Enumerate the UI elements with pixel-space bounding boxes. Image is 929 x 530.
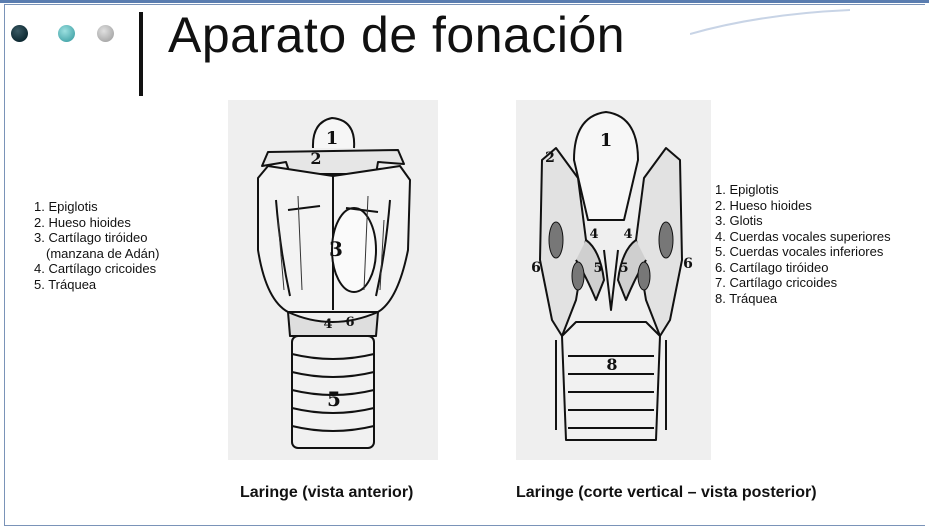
- legend-item: (manzana de Adán): [34, 246, 159, 262]
- legend-item: 2. Hueso hioides: [34, 215, 159, 231]
- caption-posterior: Laringe (corte vertical – vista posterio…: [516, 484, 817, 502]
- legend-item: 1. Epiglotis: [34, 199, 159, 215]
- top-rule: [0, 0, 929, 3]
- figure-label: 8: [606, 355, 617, 374]
- legend-item: 1. Epiglotis: [715, 182, 891, 198]
- legend-item: 4. Cartílago cricoides: [34, 261, 159, 277]
- legend-item: 2. Hueso hioides: [715, 198, 891, 214]
- legend-item: 6. Cartílago tiróideo: [715, 260, 891, 276]
- figure-label: 1: [326, 128, 339, 149]
- legend-item: 8. Tráquea: [715, 291, 891, 307]
- figure-label: 5: [593, 261, 602, 276]
- figure-label: 1: [600, 130, 613, 151]
- left-legend: 1. Epiglotis 2. Hueso hioides 3. Cartíla…: [34, 199, 159, 292]
- figure-label: 5: [619, 261, 628, 276]
- figure-label: 4: [323, 317, 332, 332]
- title-divider: [139, 12, 143, 96]
- figure-label: 4: [623, 227, 632, 242]
- legend-item: 3. Cartílago tiróideo: [34, 230, 159, 246]
- caption-anterior: Laringe (vista anterior): [240, 484, 413, 502]
- figure-label: 6: [683, 256, 693, 272]
- figure-label: 6: [345, 315, 354, 330]
- larynx-anterior-illustration: 1 2 3 4 6 5: [228, 100, 438, 460]
- bullet-dot-grey: [97, 25, 114, 42]
- legend-item: 5. Tráquea: [34, 277, 159, 293]
- legend-item: 5. Cuerdas vocales inferiores: [715, 244, 891, 260]
- larynx-section-illustration: 1 2 4 4 5 5 6 6 8: [516, 100, 711, 460]
- legend-item: 3. Glotis: [715, 213, 891, 229]
- right-legend: 1. Epiglotis 2. Hueso hioides 3. Glotis …: [715, 182, 891, 306]
- figure-label: 4: [589, 227, 598, 242]
- legend-item: 7. Cartílago cricoides: [715, 275, 891, 291]
- decorative-swoosh: [690, 8, 850, 38]
- figure-label: 6: [531, 260, 541, 276]
- figure-label: 2: [545, 150, 555, 166]
- bullet-dot-teal: [58, 25, 75, 42]
- slide-title: Aparato de fonación: [168, 6, 625, 64]
- figure-label: 2: [310, 149, 321, 168]
- bullet-dot-dark: [11, 25, 28, 42]
- legend-item: 4. Cuerdas vocales superiores: [715, 229, 891, 245]
- figure-label: 5: [327, 387, 341, 411]
- figure-label: 3: [329, 237, 343, 261]
